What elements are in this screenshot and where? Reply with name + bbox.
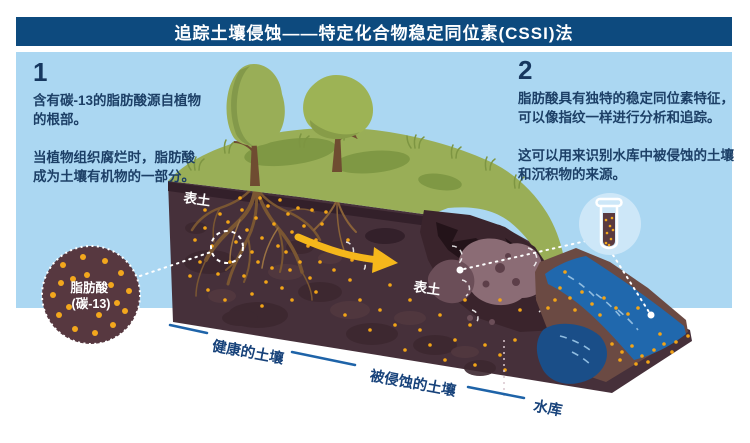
fatty-acid-sample-icon: 脂肪酸 (碳-13) [41, 245, 141, 345]
tree-shadow [334, 150, 410, 174]
fatty-acid-dots-sediment [343, 278, 522, 372]
topsoil-label-left: 表土 [183, 189, 212, 209]
step-2-text-block: 2 脂肪酸具有独特的稳定同位素特征，可以像指纹一样进行分析和追踪。 这可以用来识… [518, 55, 735, 203]
tree-shadow [244, 137, 336, 167]
step-1-paragraph-1: 含有碳-13的脂肪酸源自植物的根部。 [33, 93, 202, 127]
root-zone-highlight-circle [210, 230, 244, 264]
tree-icon [303, 75, 374, 172]
connector-endpoint-dot [456, 266, 464, 274]
zone-line-1 [168, 323, 209, 335]
zone-label-healthy-soil: 健康的土壤 [211, 337, 286, 368]
fatty-acid-label: 脂肪酸 (碳-13) [70, 280, 112, 311]
step-2-paragraph-1: 脂肪酸具有独特的稳定同位素特征，可以像指纹一样进行分析和追踪。 [518, 91, 734, 125]
topsoil-label-eroded: 表土 [413, 278, 442, 298]
step-2-paragraph-2: 这可以用来识别水库中被侵蚀的土壤和沉积物的来源。 [518, 148, 734, 182]
tree-icon [226, 64, 285, 186]
fatty-acid-dots-tube [604, 216, 615, 247]
title-bar: 追踪土壤侵蚀——特定化合物稳定同位素(CSSI)法 [16, 17, 732, 46]
zone-label-eroded-soil: 被侵蚀的土壤 [368, 366, 457, 400]
step-1-text-block: 1 含有碳-13的脂肪酸源自植物的根部。 当植物组织腐烂时，脂肪酸成为土壤有机物… [33, 57, 205, 205]
soil-texture-light [208, 252, 479, 358]
zone-label-reservoir: 水库 [532, 397, 564, 420]
step-2-number: 2 [518, 55, 533, 85]
soil-texture-dark [184, 222, 496, 376]
connector-eroded-soil [463, 240, 587, 270]
step-1-number: 1 [33, 57, 48, 87]
water-flow-lines [559, 275, 639, 367]
soil-texture [365, 228, 405, 244]
reservoir-pool [536, 323, 607, 384]
fatty-acid-dots-bank [546, 270, 690, 366]
topsoil-band [168, 182, 500, 236]
zone-line-3 [466, 385, 526, 400]
zone-line-2 [290, 350, 357, 367]
zone-lines [168, 323, 526, 400]
reservoir-area [535, 248, 690, 384]
connector-roots [139, 251, 212, 277]
test-tube-icon [579, 193, 641, 255]
step-1-paragraph-2: 当植物组织腐烂时，脂肪酸成为土壤有机物的一部分。 [33, 150, 195, 184]
connector-reservoir [612, 254, 650, 313]
fatty-acid-dots-circle [50, 254, 132, 336]
grass-surface [168, 126, 566, 288]
connector-dotted-lines [139, 240, 650, 313]
erosion-arrow-head [372, 247, 398, 273]
connector-endpoint-dot [647, 311, 655, 319]
page-title: 追踪土壤侵蚀——特定化合物稳定同位素(CSSI)法 [174, 24, 574, 43]
erosion-arrow-icon [294, 233, 382, 264]
